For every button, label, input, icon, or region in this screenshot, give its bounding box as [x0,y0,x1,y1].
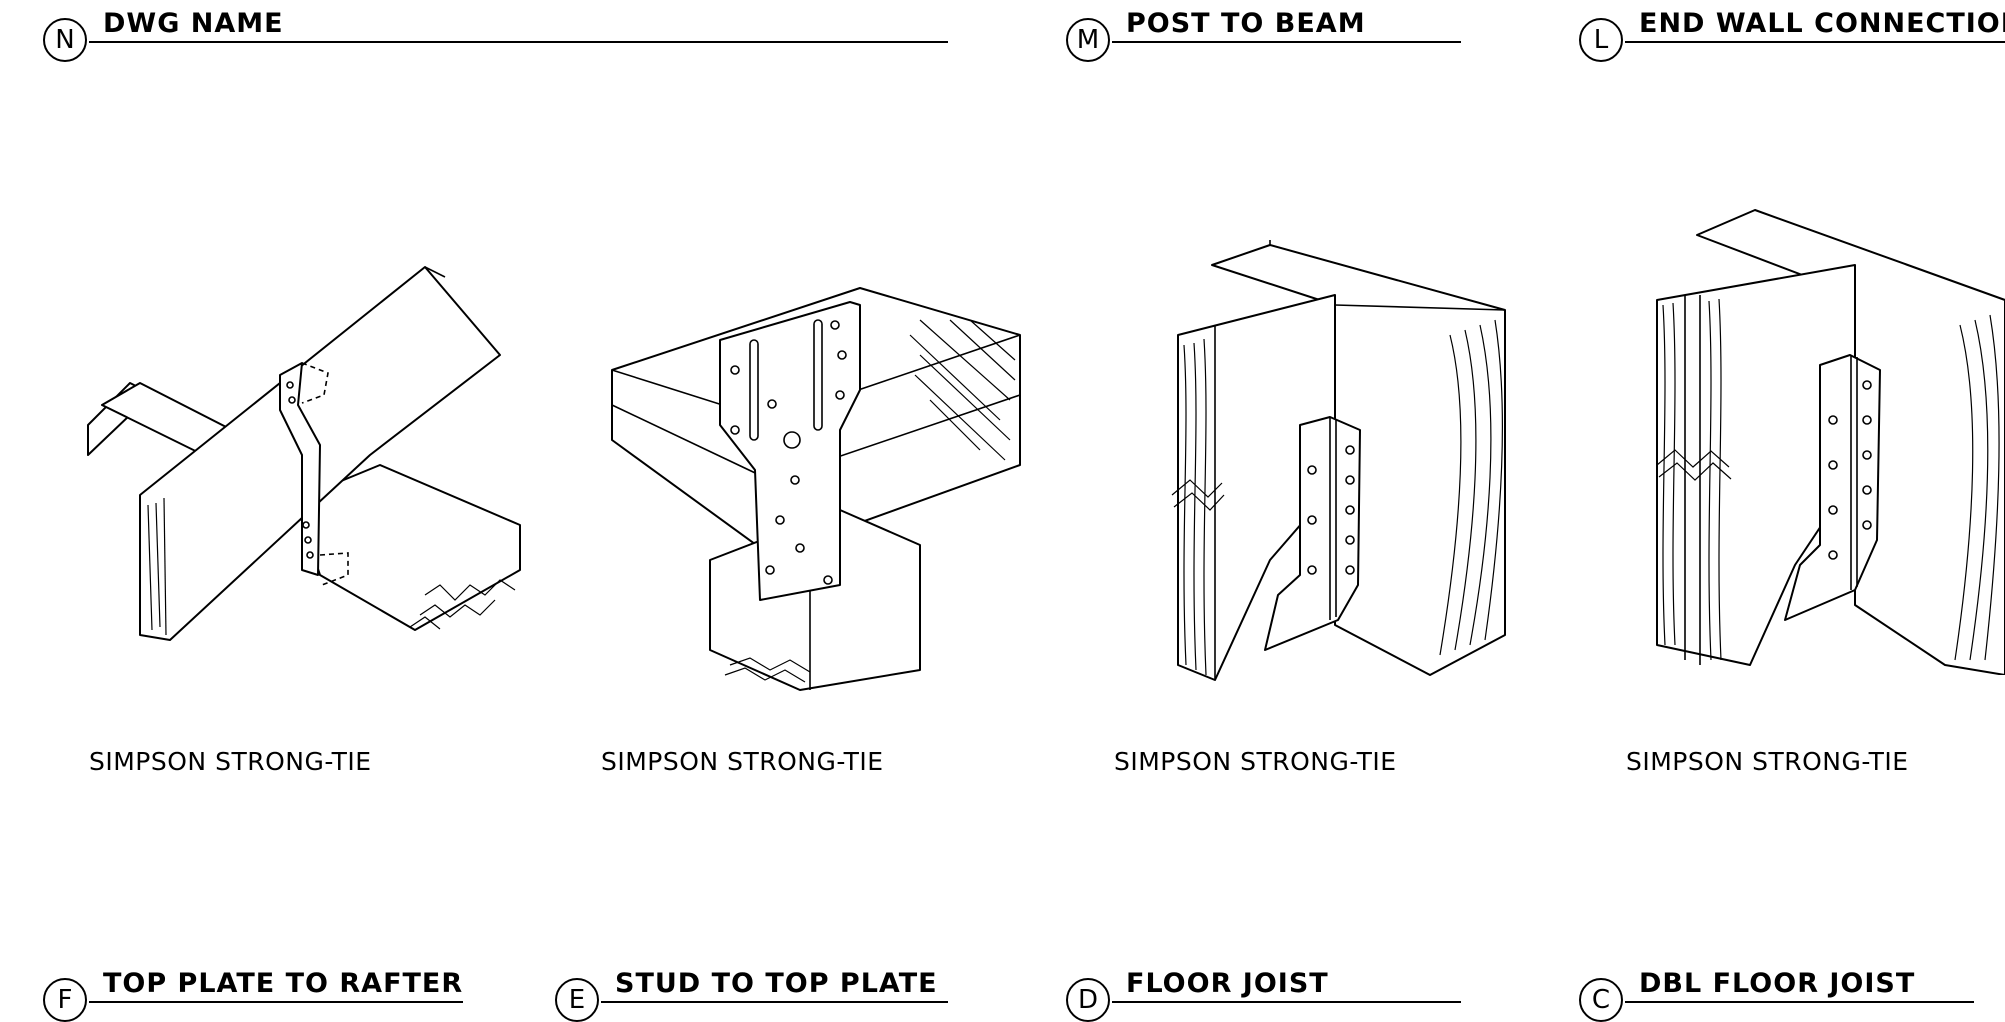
title-underline [1625,41,2005,43]
detail-header-e: E STUD TO TOP PLATE [555,960,948,1022]
detail-title: END WALL CONNECTIONS [1639,8,2005,39]
detail-title: FLOOR JOIST [1126,968,1329,999]
detail-letter-bubble: N [43,18,87,62]
title-underline [89,41,948,43]
detail-header-f: F TOP PLATE TO RAFTER [43,960,464,1022]
detail-caption: SIMPSON STRONG-TIE [1626,747,1909,776]
detail-letter-bubble: C [1579,978,1623,1022]
detail-title: TOP PLATE TO RAFTER [103,968,464,999]
title-underline [1112,41,1461,43]
detail-letter-bubble: F [43,978,87,1022]
title-underline [601,1001,948,1003]
detail-header-d: D FLOOR JOIST [1066,960,1461,1022]
detail-header-l: L END WALL CONNECTIONS [1579,0,2005,62]
detail-caption: SIMPSON STRONG-TIE [601,747,884,776]
detail-caption: SIMPSON STRONG-TIE [89,747,372,776]
rafter-tie-drawing-icon [80,255,530,645]
detail-title: DWG NAME [103,8,284,39]
post-beam-hanger-drawing-icon [1170,235,1515,685]
end-wall-hanger-drawing-icon [1655,205,2005,675]
detail-header-m: M POST TO BEAM [1066,0,1461,62]
detail-letter-bubble: D [1066,978,1110,1022]
title-underline [1112,1001,1461,1003]
detail-title: DBL FLOOR JOIST [1639,968,1916,999]
detail-letter-bubble: M [1066,18,1110,62]
detail-caption: SIMPSON STRONG-TIE [1114,747,1397,776]
detail-header-c: C DBL FLOOR JOIST [1579,960,1974,1022]
detail-letter-bubble: L [1579,18,1623,62]
title-underline [1625,1001,1974,1003]
title-underline [89,1001,463,1003]
detail-header-n: N DWG NAME [43,0,948,62]
detail-title: POST TO BEAM [1126,8,1366,39]
detail-title: STUD TO TOP PLATE [615,968,938,999]
stud-plate-tie-drawing-icon [610,280,1030,710]
detail-letter-bubble: E [555,978,599,1022]
